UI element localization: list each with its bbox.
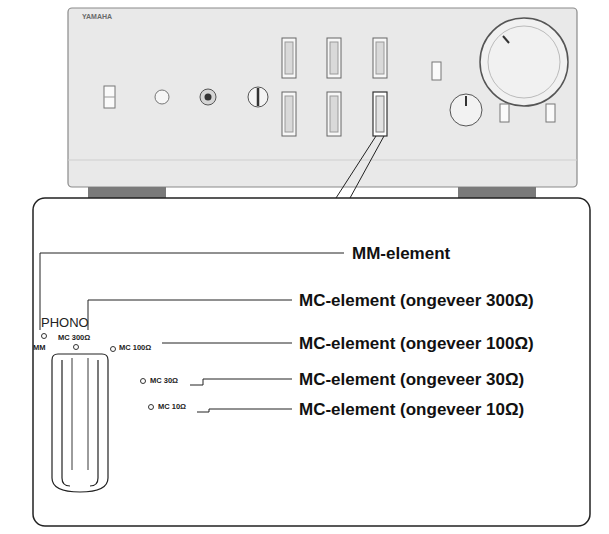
cartridge-label: MC-element (ongeveer 300Ω): [299, 292, 534, 309]
position-label: MC 100Ω: [119, 344, 151, 352]
leader-lines: [40, 253, 344, 412]
callout-frame: [33, 198, 590, 526]
cartridge-label: MM-element: [352, 245, 450, 262]
switch-title: PHONO: [41, 316, 89, 329]
position-label: MM: [33, 344, 46, 352]
zoom-pointer: [336, 136, 384, 198]
position-label: MC 300Ω: [58, 334, 90, 342]
cartridge-label: MC-element (ongeveer 10Ω): [299, 401, 524, 418]
cartridge-label: MC-element (ongeveer 30Ω): [299, 371, 524, 388]
position-label: MC 30Ω: [150, 377, 178, 385]
position-label: MC 10Ω: [158, 403, 186, 411]
phono-switch: [52, 354, 108, 492]
amplifier-panel: [68, 8, 577, 199]
position-dots: [42, 334, 154, 410]
cartridge-label: MC-element (ongeveer 100Ω): [299, 335, 534, 352]
brand-logo: YAMAHA: [82, 13, 112, 20]
